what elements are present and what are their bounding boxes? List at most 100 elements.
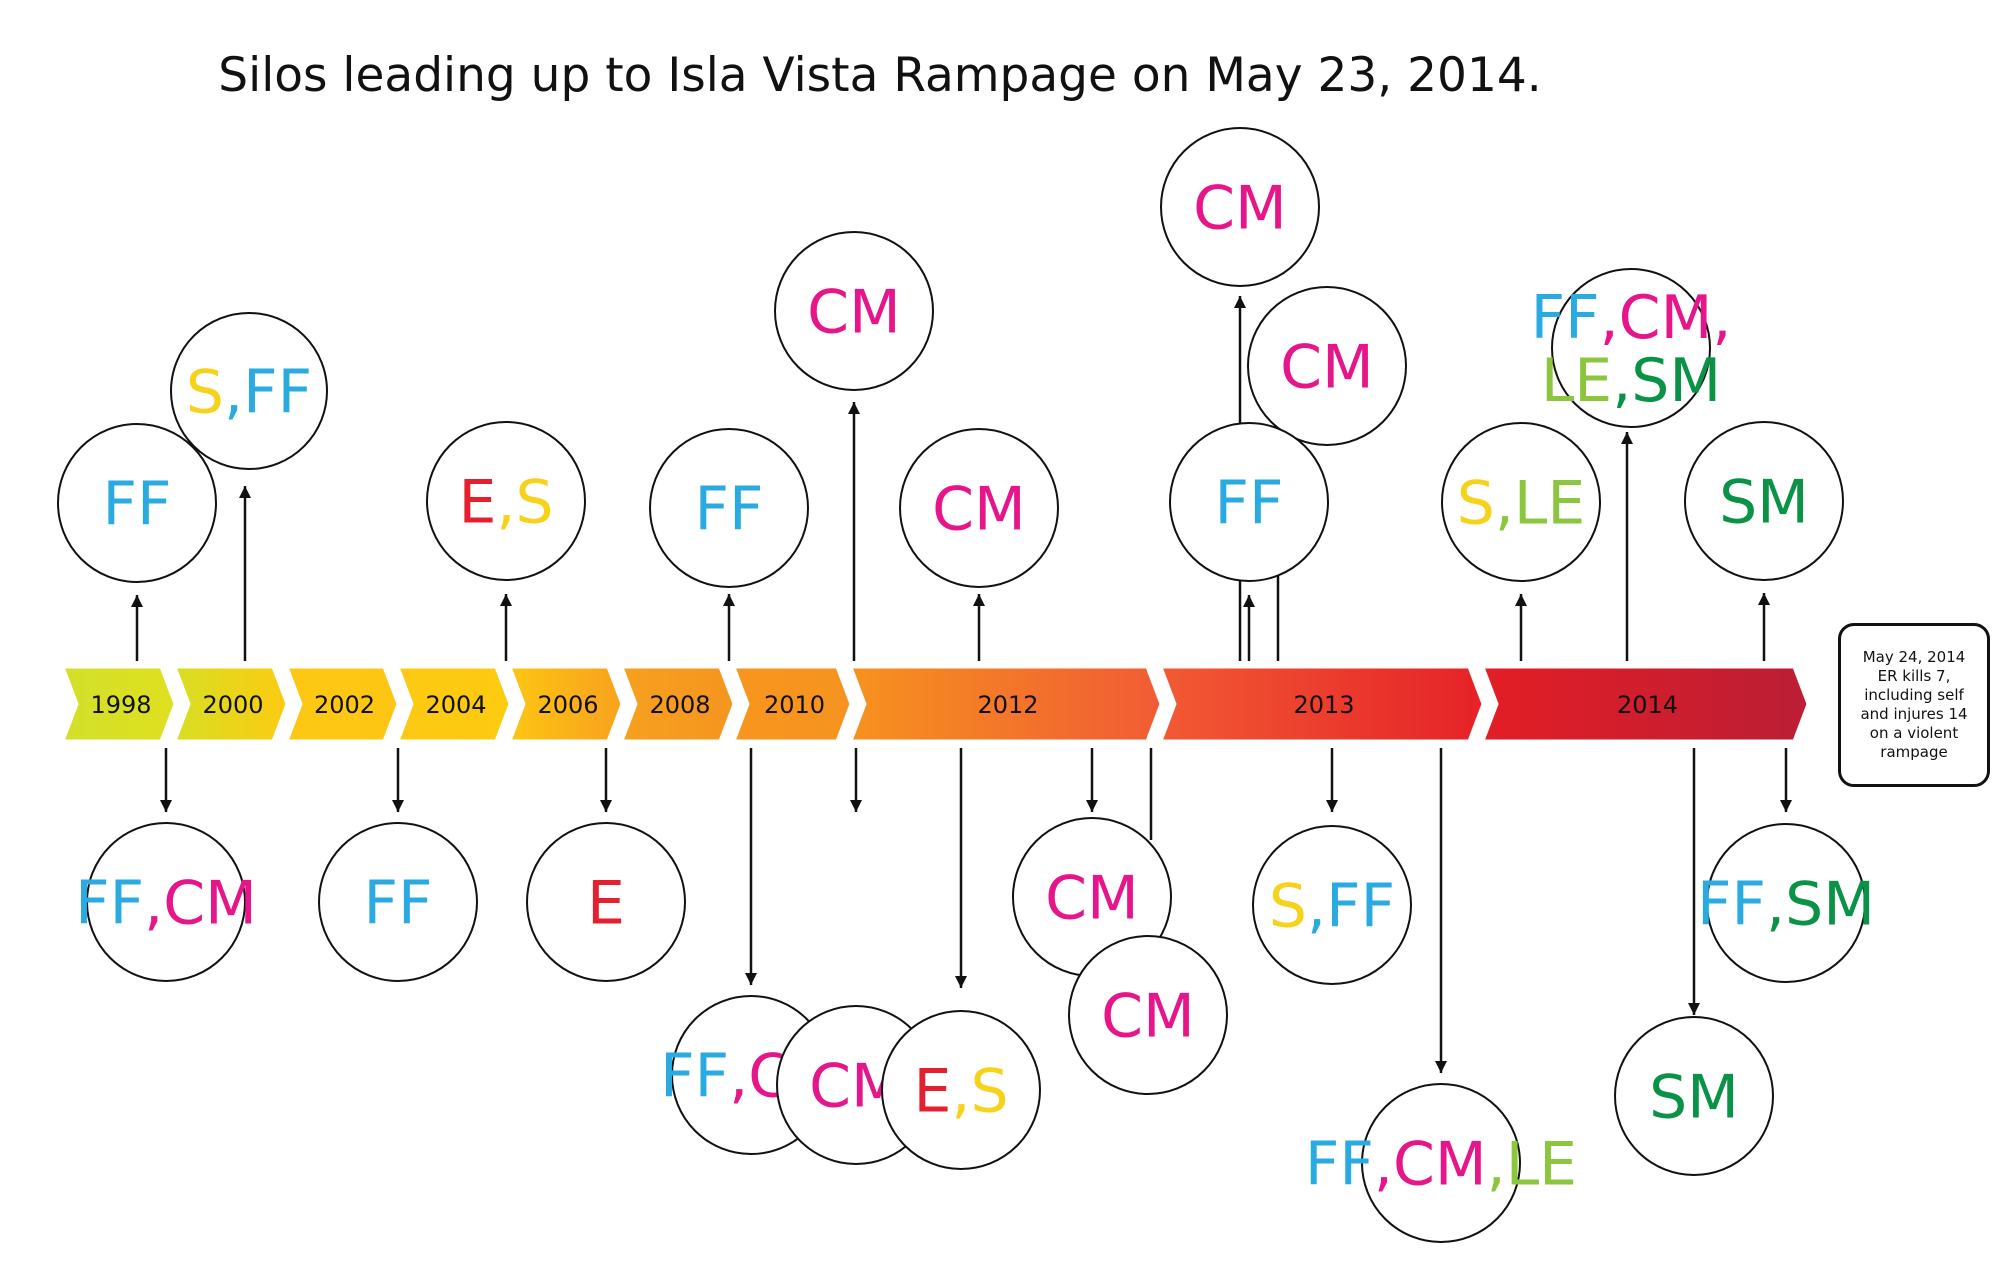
- tag-separator: ,: [1495, 469, 1514, 539]
- tag-s: S: [1457, 469, 1495, 539]
- tag-sm: SM: [1785, 870, 1875, 940]
- tag-e: E: [587, 869, 625, 939]
- tag-s: S: [1269, 872, 1307, 942]
- event-tags: CM: [1045, 864, 1139, 934]
- tag-ff: FF: [660, 1042, 729, 1112]
- tag-separator: ,: [1487, 1130, 1506, 1200]
- event-circle: [318, 822, 478, 982]
- tag-ff: FF: [694, 475, 763, 545]
- tag-ff: FF: [243, 358, 312, 428]
- event-tags: S,LE: [1457, 469, 1586, 539]
- tag-ff: FF: [1531, 283, 1600, 353]
- event-tags: CM: [1101, 982, 1195, 1052]
- event-tags: FF,CM: [75, 869, 257, 939]
- event-circle: [649, 428, 809, 588]
- event-tags: S,FF: [1269, 872, 1395, 942]
- event-node: FF: [649, 428, 809, 588]
- event-tags: CM: [807, 278, 901, 348]
- tag-separator: ,: [496, 468, 515, 538]
- event-node: FF: [318, 822, 478, 982]
- tag-ff: FF: [1697, 870, 1766, 940]
- tag-ff: FF: [75, 869, 144, 939]
- tag-cm: CM: [1280, 333, 1374, 403]
- tag-separator: ,: [1600, 283, 1619, 353]
- tag-separator: ,: [1766, 870, 1785, 940]
- tag-cm: CM: [807, 278, 901, 348]
- event-circle: [426, 421, 586, 581]
- event-node: FF,SM: [1697, 823, 1875, 983]
- tag-separator: ,: [1307, 872, 1326, 942]
- tag-le: LE: [1514, 469, 1585, 539]
- event-tags: LE,SM: [1541, 346, 1721, 416]
- event-circle: [170, 312, 328, 470]
- event-node: SM: [1684, 421, 1844, 581]
- tag-ff: FF: [1326, 872, 1395, 942]
- final-event-line: rampage: [1880, 743, 1948, 761]
- event-node: FF: [57, 423, 217, 583]
- final-event-line: and injures 14: [1860, 705, 1968, 723]
- event-circle: [86, 822, 246, 982]
- event-node: E,S: [426, 421, 586, 581]
- event-tags: FF,SM: [1697, 870, 1875, 940]
- final-event-line: on a violent: [1869, 724, 1959, 742]
- timeline-year-label: 2012: [977, 691, 1038, 719]
- tag-e: E: [913, 1057, 951, 1127]
- tag-ff: FF: [1214, 469, 1283, 539]
- event-tags: FF: [1214, 469, 1283, 539]
- event-circle: [1551, 268, 1711, 428]
- final-event-line: including self: [1864, 686, 1964, 704]
- event-node: E: [526, 822, 686, 982]
- tag-ff: FF: [363, 869, 432, 939]
- timeline-segment: [395, 665, 512, 743]
- event-node: S,LE: [1441, 422, 1601, 582]
- tag-le: LE: [1506, 1130, 1577, 1200]
- tag-separator: ,: [1712, 283, 1731, 353]
- timeline-year-label: 2006: [537, 691, 598, 719]
- diagram-title: Silos leading up to Isla Vista Rampage o…: [218, 48, 1542, 103]
- tag-s: S: [970, 1057, 1008, 1127]
- tag-separator: ,: [729, 1042, 748, 1112]
- timeline-year-label: 2014: [1617, 691, 1678, 719]
- event-node: S,FF: [170, 312, 328, 470]
- timeline-segment: [284, 665, 400, 743]
- tag-separator: ,: [951, 1057, 970, 1127]
- tag-separator: ,: [1374, 1130, 1393, 1200]
- event-tags: CM: [932, 475, 1026, 545]
- event-circle: [526, 822, 686, 982]
- timeline-segment: [731, 665, 853, 743]
- timeline-year-label: 2008: [649, 691, 710, 719]
- event-tags: CM: [1280, 333, 1374, 403]
- event-tags: E,S: [458, 468, 553, 538]
- tag-ff: FF: [102, 470, 171, 540]
- event-circle: [1169, 422, 1329, 582]
- final-event-line: ER kills 7,: [1877, 667, 1951, 685]
- event-circle: [1706, 823, 1866, 983]
- event-node: FF,CM,LE: [1305, 1083, 1577, 1243]
- tag-cm: CM: [1619, 283, 1713, 353]
- tag-cm: CM: [1101, 982, 1195, 1052]
- event-node: CM: [774, 231, 934, 391]
- event-tags: SM: [1649, 1063, 1739, 1133]
- timeline-year-label: 1998: [90, 691, 151, 719]
- event-circle: [1068, 935, 1228, 1095]
- event-node: SM: [1614, 1016, 1774, 1176]
- timeline-year-label: 2000: [202, 691, 263, 719]
- timeline-segment: [60, 665, 177, 743]
- timeline-segment: [507, 665, 624, 743]
- event-circle: [1614, 1016, 1774, 1176]
- tag-sm: SM: [1719, 468, 1809, 538]
- tag-s: S: [186, 358, 224, 428]
- event-tags: E: [587, 869, 625, 939]
- event-tags: SM: [1719, 468, 1809, 538]
- timeline-year-label: 2002: [314, 691, 375, 719]
- timeline-segment: [1158, 665, 1485, 743]
- final-event-box: May 24, 2014 ER kills 7, including self …: [1838, 623, 1990, 787]
- event-circle: [1160, 127, 1320, 287]
- tag-sm: SM: [1649, 1063, 1739, 1133]
- tag-cm: CM: [932, 475, 1026, 545]
- timeline-year-label: 2010: [764, 691, 825, 719]
- event-node: FF: [1169, 422, 1329, 582]
- event-node: E,S: [881, 1010, 1041, 1170]
